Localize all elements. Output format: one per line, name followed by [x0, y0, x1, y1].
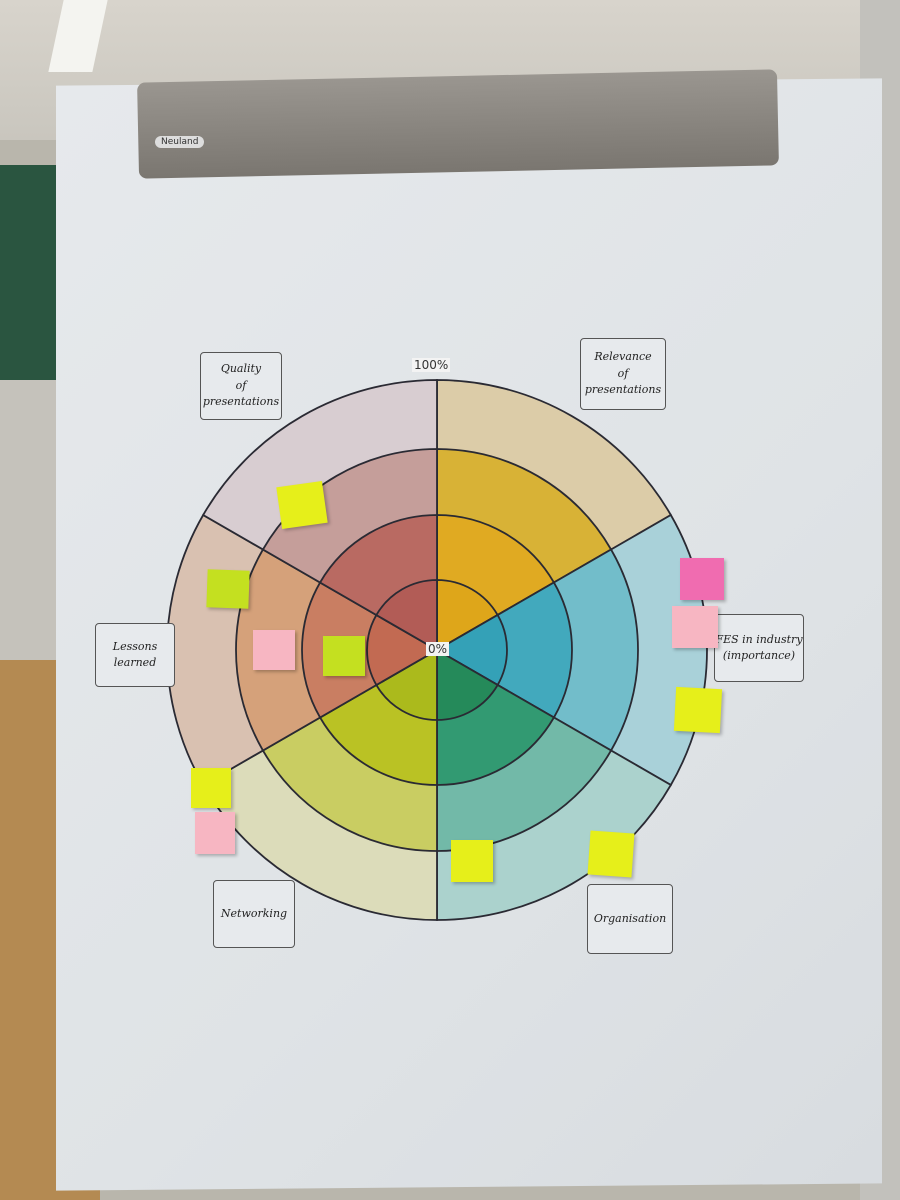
- sticky-note: [253, 630, 295, 670]
- wheel-segment-ring-4: [366, 613, 439, 687]
- sticky-note: [672, 606, 718, 648]
- label-relevance: Relevance of presentations: [580, 338, 666, 410]
- max-label: 100%: [412, 358, 451, 372]
- wheel-segment-ring-4: [436, 648, 499, 721]
- sticky-note: [587, 830, 635, 878]
- wheel-segment-ring-4: [375, 648, 438, 721]
- min-label: 0%: [426, 642, 450, 656]
- sticky-note: [673, 686, 723, 734]
- sticky-note: [206, 569, 250, 609]
- wheel-segment-ring-4: [375, 579, 438, 652]
- sticky-note: [191, 768, 231, 808]
- label-fes-industry: FES in industry (importance): [714, 614, 804, 682]
- sticky-note: [323, 636, 365, 676]
- label-networking: Networking: [213, 880, 295, 948]
- wheel-segment-ring-4: [435, 613, 508, 687]
- label-lessons-learned: Lessons learned: [95, 623, 175, 687]
- sticky-note: [195, 812, 235, 854]
- label-organisation: Organisation: [587, 884, 673, 954]
- sticky-note: [451, 840, 493, 882]
- wheel-segment-ring-4: [436, 579, 499, 652]
- brand-label: Neuland: [155, 136, 205, 148]
- sticky-note: [680, 558, 724, 600]
- label-quality: Quality of presentations: [200, 352, 282, 420]
- sticky-note: [276, 481, 328, 529]
